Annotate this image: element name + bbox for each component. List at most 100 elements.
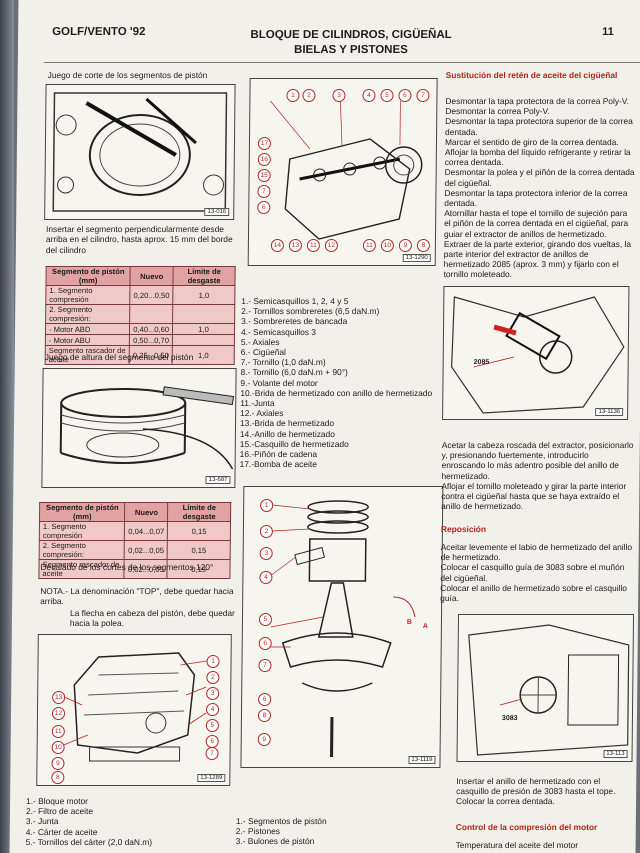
callout-6b: 6 bbox=[257, 201, 271, 214]
figure-tool-3083: 3083 13-113 bbox=[456, 614, 635, 762]
callout-15: 15 bbox=[257, 169, 271, 182]
list-item: Atornillar hasta el tope el tornillo de … bbox=[443, 208, 629, 239]
steps-insert-seal: Insertar el anillo de hermetizado con el… bbox=[456, 776, 634, 807]
figure-ref: 13-687 bbox=[205, 476, 231, 484]
list-item: Desmontar la polea y el piñón de la corr… bbox=[444, 167, 635, 188]
table-cell: 0,15 bbox=[167, 521, 231, 541]
list-item: 11.-Junta bbox=[240, 398, 275, 409]
list-item: 1.- Bloque motor bbox=[26, 796, 89, 806]
callout-4: 4 bbox=[259, 571, 273, 584]
list-item: 4.- Cárter de aceite bbox=[25, 826, 98, 837]
legend-crankshaft: 1.- Semicasquillos 1, 2, 4 y 5 2.- Torni… bbox=[240, 296, 446, 469]
list-item: 3.- Junta bbox=[25, 816, 59, 827]
caption-ring-height: Juego de altura del segmento del pistón bbox=[44, 352, 194, 362]
page-edge bbox=[0, 0, 14, 853]
table-cell: 0,15 bbox=[167, 540, 231, 560]
callout-b: B bbox=[406, 619, 413, 626]
figure-crankshaft: 1 2 3 4 5 6 7 17 16 15 7 6 14 13 11 12 1… bbox=[247, 78, 438, 266]
callout-14: 14 bbox=[270, 239, 284, 252]
figure-ring-gap: 13-016 bbox=[44, 84, 236, 220]
table-header: Segmento de pistón (mm) bbox=[45, 266, 131, 286]
callout-6: 6 bbox=[258, 637, 272, 650]
list-item: Aflojar la bomba del líquido refrigerant… bbox=[444, 147, 631, 168]
callout-13: 13 bbox=[288, 239, 302, 252]
callout-7: 7 bbox=[416, 89, 430, 102]
callout-13: 13 bbox=[52, 691, 66, 704]
list-item: Desmontar la correa Poly-V. bbox=[445, 106, 550, 117]
legend-left: 1.- Bloque motor 2.- Filtro de aceite 3.… bbox=[26, 796, 227, 847]
list-item: Insertar el anillo de hermetizado con el… bbox=[456, 776, 616, 797]
callout-4: 4 bbox=[205, 703, 220, 716]
tool-3083-drawing bbox=[468, 624, 630, 756]
table-cell: - Motor ABU bbox=[45, 334, 130, 346]
header-rule bbox=[43, 62, 640, 63]
ring-gap-table: Segmento de pistón (mm) Nuevo Límite de … bbox=[45, 266, 236, 365]
list-item: 14.-Anillo de hermetizado bbox=[239, 428, 335, 439]
table-row: 2. Segmento compresión: bbox=[45, 304, 235, 324]
heading-compression-check: Control de la compresión del motor bbox=[455, 822, 598, 832]
figure-ref: 13-1136 bbox=[595, 408, 624, 416]
list-item: 2.- Filtro de aceite bbox=[25, 806, 94, 817]
list-item: Desmontar la tapa protectora superior de… bbox=[445, 116, 633, 137]
list-item: Aflojar el tornillo moleteado y girar la… bbox=[441, 480, 627, 512]
list-item: 5.- Axiales bbox=[240, 336, 280, 347]
ring-gap-drawing bbox=[52, 92, 228, 212]
callout-2: 2 bbox=[259, 525, 273, 538]
callout-6: 6 bbox=[205, 735, 219, 748]
table-cell: - Motor ABD bbox=[45, 323, 130, 335]
callout-9: 9 bbox=[398, 239, 412, 252]
callout-9: 9 bbox=[51, 757, 65, 770]
figure-engine-block: 1 2 3 4 5 13 12 11 10 9 8 7 6 13-1289 bbox=[36, 634, 232, 786]
list-item: 12.- Axiales bbox=[240, 408, 284, 419]
tool-number-2085: 2085 bbox=[473, 359, 490, 366]
list-item: Colocar el anillo de hermetizado sobre e… bbox=[440, 582, 628, 604]
callout-a: A bbox=[422, 623, 429, 630]
table-cell bbox=[172, 334, 235, 346]
figure-piston: 1 2 3 4 5 6 7 6 8 9 B A 13-1119 bbox=[240, 486, 444, 768]
table-cell bbox=[129, 304, 173, 324]
legend-piston: 1.- Segmentos de pistón 2.- Pistones 3.-… bbox=[236, 816, 440, 847]
note-arrow: La flecha en cabeza del pistón, debe que… bbox=[69, 608, 235, 629]
table-cell: 2. Segmento compresión: bbox=[39, 540, 125, 560]
list-item: 8.- Tornillo (6,0 daN.m + 90°) bbox=[240, 367, 348, 378]
header-model: GOLF/VENTO '92 bbox=[52, 26, 146, 38]
table-header-row: Segmento de pistón (mm) Nuevo Límite de … bbox=[45, 266, 236, 286]
piston-drawing bbox=[270, 500, 416, 757]
callout-17: 17 bbox=[257, 137, 272, 150]
list-item: 13.-Brida de hermetizado bbox=[239, 418, 335, 429]
callout-2: 2 bbox=[302, 89, 316, 102]
table-header: Nuevo bbox=[130, 266, 174, 286]
callout-5: 5 bbox=[205, 719, 219, 732]
header-title: BLOQUE DE CILINDROS, CIGÜEÑAL BIELAS Y P… bbox=[246, 28, 456, 58]
callout-12: 12 bbox=[51, 707, 66, 720]
para-gap-offset: Decalado de los cortes de los segmentos … bbox=[40, 562, 214, 572]
table-cell: 1,0 bbox=[172, 285, 235, 305]
table-header: Segmento de pistón (mm) bbox=[39, 502, 126, 522]
figure-ref: 13-113 bbox=[603, 750, 628, 758]
figure-extractor-2085: 2085 13-1136 bbox=[442, 286, 630, 420]
callout-9: 9 bbox=[257, 733, 271, 746]
callout-2: 2 bbox=[206, 671, 220, 684]
callout-5: 5 bbox=[380, 89, 394, 102]
callout-3: 3 bbox=[259, 547, 273, 560]
table-header: Límite de desgaste bbox=[167, 502, 231, 522]
steps-removal: Desmontar la tapa protectora de la corre… bbox=[444, 96, 636, 280]
callout-6b: 6 bbox=[258, 693, 272, 706]
table-cell bbox=[172, 304, 235, 324]
callout-12: 12 bbox=[324, 239, 338, 252]
callout-10: 10 bbox=[380, 239, 394, 252]
list-item: 1.- Segmentos de pistón bbox=[235, 816, 327, 826]
heading-reposition: Reposición bbox=[440, 524, 487, 534]
list-item: 1.- Semicasquillos 1, 2, 4 y 5 bbox=[241, 296, 349, 306]
callout-5: 5 bbox=[258, 613, 273, 626]
header-title-line1: BLOQUE DE CILINDROS, CIGÜEÑAL bbox=[250, 29, 452, 41]
callout-7: 7 bbox=[205, 747, 219, 760]
table-cell: 1. Segmento compresión bbox=[45, 285, 131, 305]
callout-3: 3 bbox=[206, 687, 220, 700]
heading-seal-replacement: Sustitución del retén de aceite del cigü… bbox=[445, 70, 618, 80]
extractor-drawing bbox=[451, 296, 625, 414]
